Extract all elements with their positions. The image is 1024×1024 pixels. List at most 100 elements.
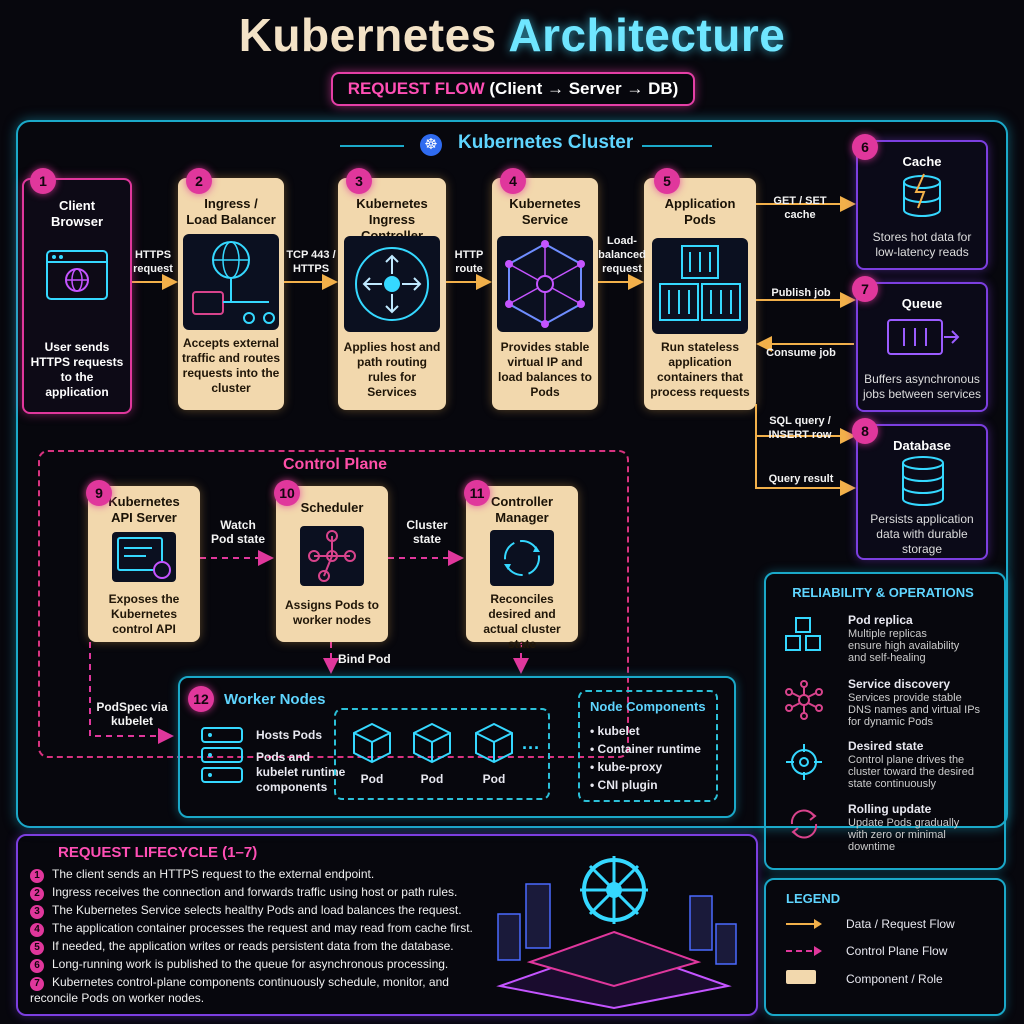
- lifecycle-step-text: The client sends an HTTPS request to the…: [52, 867, 375, 881]
- replica-cubes-icon: [785, 617, 821, 651]
- reliability-item-desc: Multiple replicas ensure high availabili…: [848, 628, 960, 664]
- title-part-1: Kubernetes: [238, 9, 497, 61]
- more-pods-ellipsis: ···: [522, 738, 540, 758]
- client-title: Client Browser: [24, 198, 130, 230]
- lifecycle-step: 1 The client sends an HTTPS request to th…: [30, 867, 374, 883]
- step-badge-3: 3: [346, 168, 372, 194]
- ingress-controller-card: Kubernetes Ingress Controller Applies ho…: [338, 178, 446, 410]
- hexagon-network-icon: [497, 236, 593, 332]
- client-desc: User sends HTTPS requests to the applica…: [30, 340, 124, 399]
- isometric-kubernetes-illustration: [496, 856, 737, 1010]
- node-component-item: • kube-proxy: [590, 760, 663, 774]
- podspec-label: PodSpec via kubelet: [96, 700, 168, 728]
- scheduler-desc: Assigns Pods to worker nodes: [284, 598, 379, 627]
- api-server-card: Kubernetes API Server Exposes the Kubern…: [88, 486, 200, 642]
- step-badge-12: 12: [188, 686, 214, 712]
- container-cubes-icon: [652, 238, 748, 334]
- scheduler-graph-icon: [300, 526, 364, 586]
- node-component-item: • kubelet: [590, 724, 640, 738]
- service-desc: Provides stable virtual IP and load bala…: [497, 340, 593, 399]
- page-title: Kubernetes Architecture: [0, 8, 1024, 62]
- node-components-title: Node Components: [590, 699, 706, 714]
- subtitle-rest: (Client → Server → DB): [489, 79, 679, 98]
- reliability-item-title: Service discovery: [848, 677, 951, 691]
- queue-desc: Buffers asynchronous jobs between servic…: [862, 372, 982, 401]
- lifecycle-step: 2 Ingress receives the connection and for…: [30, 885, 457, 901]
- control-plane-frame: [38, 450, 629, 758]
- query-result-label: Query result: [768, 473, 834, 485]
- reliability-panel: [764, 572, 1006, 870]
- scheduler-card: Scheduler Assigns Pods to worker nodes: [276, 486, 388, 642]
- lifecycle-step-number: 3: [30, 905, 44, 919]
- queue-card: Queue Buffers asynchronous jobs between …: [856, 282, 988, 412]
- cache-title: Cache: [902, 154, 942, 169]
- tcp-label: TCP 443 / HTTPS: [286, 249, 336, 275]
- database-title: Database: [893, 438, 951, 453]
- pod-cube-icon: [413, 722, 451, 764]
- legend-item: Component / Role: [846, 972, 943, 986]
- step-badge-2: 2: [186, 168, 212, 194]
- reliability-item-desc: Control plane drives the cluster toward …: [848, 754, 974, 790]
- lifecycle-step-number: 1: [30, 869, 44, 883]
- target-icon: [786, 744, 822, 780]
- node-component-text: kubelet: [597, 724, 640, 738]
- reliability-item-title: Pod replica: [848, 613, 913, 627]
- pod-cube-icon: [475, 722, 513, 764]
- queue-icon: [887, 319, 960, 355]
- node-component-text: Container runtime: [597, 742, 701, 756]
- legend-symbols: [786, 919, 822, 984]
- reliability-item-title: Desired state: [848, 739, 924, 753]
- ingress-title: Ingress / Load Balancer: [186, 196, 276, 227]
- consume-label: Consume job: [766, 347, 836, 359]
- controller-manager-card: Controller Manager Reconciles desired an…: [466, 486, 578, 651]
- cluster-title: Kubernetes Cluster: [458, 132, 634, 153]
- get-set-label: GET / SET cache: [773, 195, 827, 221]
- pods-group: [334, 708, 550, 800]
- server-rack-icon: [201, 727, 243, 783]
- lifecycle-step: 4 The application container processes the…: [30, 921, 473, 937]
- step-badge-4: 4: [500, 168, 526, 194]
- legend-item: Data / Request Flow: [846, 917, 955, 931]
- node-component-item: • CNI plugin: [590, 778, 658, 792]
- api-server-desc: Exposes the Kubernetes control API: [108, 592, 180, 636]
- http-route-label: HTTP route: [454, 249, 484, 275]
- lifecycle-step-text: Kubernetes control-plane components cont…: [30, 975, 449, 1005]
- legend-panel: [764, 878, 1006, 1016]
- step-badge-1: 1: [30, 168, 56, 194]
- ingress-card: Ingress / Load Balancer Accepts external…: [178, 178, 284, 410]
- app-pods-desc: Run stateless application containers tha…: [650, 340, 750, 399]
- node-components-group: [578, 690, 718, 802]
- reliability-item-desc: Update Pods gradually with zero or minim…: [848, 817, 960, 853]
- service-title: Kubernetes Service: [509, 196, 581, 227]
- lifecycle-step-text: Ingress receives the connection and forw…: [52, 885, 458, 899]
- lifecycle-title: REQUEST LIFECYCLE (1–7): [58, 844, 258, 861]
- client-browser-card: Client Browser User sends HTTPS requests…: [22, 178, 132, 414]
- discovery-network-icon: [785, 680, 823, 720]
- lifecycle-step-number: 2: [30, 887, 44, 901]
- cluster-frame: [16, 120, 1008, 828]
- pod-cube-icon: [353, 722, 391, 764]
- cache-card: Cache Stores hot data for low-latency re…: [856, 140, 988, 270]
- worker-nodes-panel: [178, 676, 736, 818]
- database-icon: [902, 456, 944, 506]
- lifecycle-step-text: The application container processes the …: [52, 921, 473, 935]
- routing-arrows-icon: [344, 236, 440, 332]
- controller-manager-desc: Reconciles desired and actual cluster st…: [483, 592, 561, 651]
- step-badge-9: 9: [86, 480, 112, 506]
- lifecycle-step-number: 4: [30, 923, 44, 937]
- step-badge-11: 11: [464, 480, 490, 506]
- hosts-pods-text: Hosts Pods: [256, 728, 323, 742]
- pod-label: Pod: [420, 772, 444, 786]
- api-server-icon: [112, 532, 176, 582]
- client-title-text: Client Browser: [50, 198, 104, 229]
- lifecycle-step: 3 The Kubernetes Service selects healthy …: [30, 903, 462, 919]
- api-server-title: Kubernetes API Server: [108, 494, 180, 525]
- https-request-label: HTTPS request: [133, 249, 173, 275]
- lifecycle-step-text: The Kubernetes Service selects healthy P…: [52, 903, 462, 917]
- lifecycle-step-text: Long-running work is published to the qu…: [52, 957, 449, 971]
- publish-label: Publish job: [771, 287, 831, 299]
- service-card: Kubernetes Service Provides stable virtu…: [492, 178, 598, 410]
- database-desc: Persists application data with durable s…: [870, 512, 974, 556]
- pods-and-text: Pods and kubelet runtime components: [256, 750, 346, 794]
